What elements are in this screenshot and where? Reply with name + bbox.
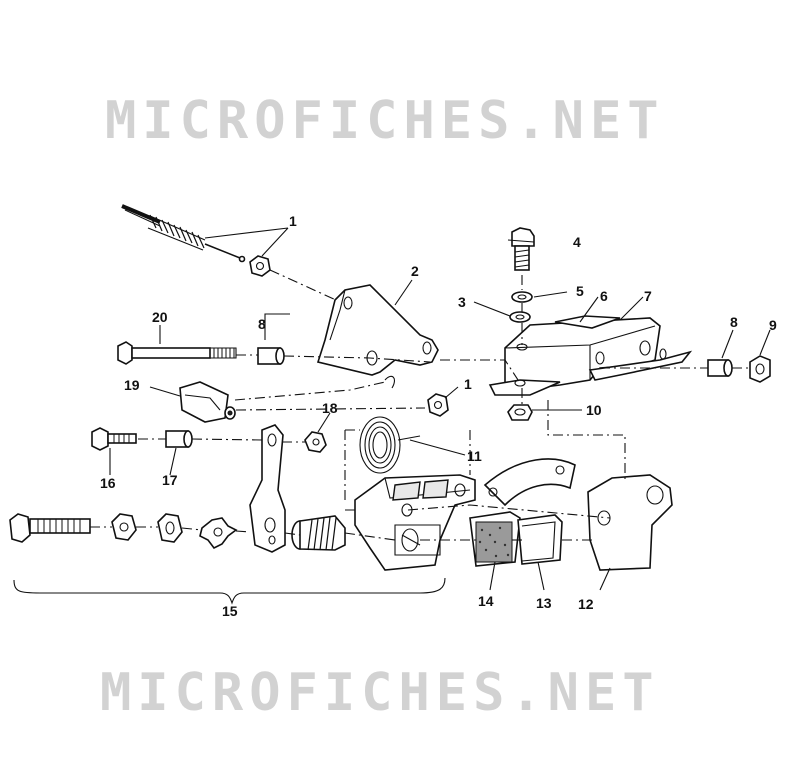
part-bracket-7 [488,315,693,396]
callout-3: 3 [458,294,466,310]
part-bolt-16 [91,427,137,451]
watermark-bottom: MICROFICHES.NET [100,663,660,723]
callout-5: 5 [576,283,584,299]
part-bolt-4 [511,227,535,271]
callout-15: 15 [222,603,238,619]
part-cable-adjuster [121,204,246,263]
leader-lines [13,227,771,605]
part-washer-5 [511,291,533,303]
watermark-top: MICROFICHES.NET [105,91,665,151]
callout-9: 9 [769,317,777,333]
part-lockwasher-15 [199,517,238,550]
part-bolt-20 [117,341,237,365]
callout-8-left: 8 [258,316,266,332]
part-washer-3 [509,311,531,323]
callout-12: 12 [578,596,594,612]
part-nut-9 [749,355,771,383]
callout-6: 6 [600,288,608,304]
callout-20: 20 [152,309,168,325]
part-nut-1-upper [249,255,271,277]
part-clevis-19 [179,381,236,423]
callout-4: 4 [573,234,581,250]
callout-labels: 1 2 3 4 5 6 7 8 8 9 20 10 1 19 18 11 16 … [100,213,777,619]
callout-11: 11 [467,448,482,464]
part-castle-nut-15 [111,513,137,541]
callout-13: 13 [536,595,552,611]
part-pad-14 [469,511,521,567]
callout-1-upper: 1 [289,213,297,229]
part-caliper-body [354,474,476,571]
callout-7: 7 [644,288,652,304]
part-threaded-cam-15 [291,515,346,551]
part-plate-12 [587,474,673,571]
callout-19: 19 [124,377,140,393]
part-spacer-17 [165,430,193,448]
part-nut-1-middle [427,393,449,417]
callout-10: 10 [586,402,602,418]
part-plate-13 [517,514,563,565]
part-nut-10 [507,404,533,421]
part-nut-18 [304,431,327,453]
callout-17: 17 [162,472,178,488]
callout-18: 18 [322,400,338,416]
part-bracket-2 [316,284,439,376]
callout-8-right: 8 [730,314,738,330]
callout-1-middle: 1 [464,376,472,392]
callout-2: 2 [411,263,419,279]
part-spacer-8-left [257,347,285,365]
part-bolt-15 [9,513,91,543]
part-lever [249,424,286,553]
part-nut-15 [157,513,183,543]
callout-14: 14 [478,593,494,609]
part-spring-11 [359,375,421,474]
part-pad-crescent [483,458,576,507]
part-spacer-8-right [707,359,733,377]
assembly-centerlines [90,269,750,541]
callout-16: 16 [100,475,116,491]
